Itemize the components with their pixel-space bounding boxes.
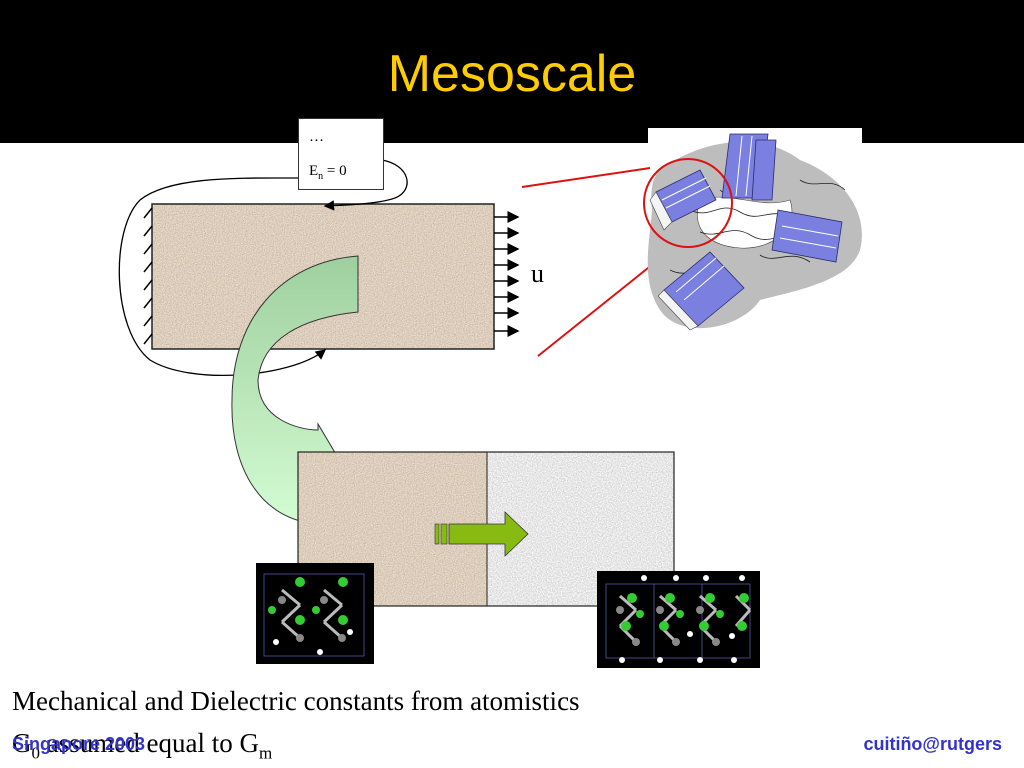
title-bar xyxy=(0,0,1024,143)
shear-modulus-subscript-m: m xyxy=(258,743,273,763)
crystal-structure-right xyxy=(597,571,760,668)
displacement-arrows xyxy=(494,211,520,337)
shear-modulus-subscript-0: 0 xyxy=(31,743,41,763)
spherulite-image xyxy=(643,128,862,331)
slide-title: Mesoscale xyxy=(387,45,637,103)
boundary-condition-box: … En = 0 xyxy=(298,118,384,190)
field-value: = 0 xyxy=(323,163,347,179)
crystal-structure-left xyxy=(256,563,374,664)
boundary-condition-line1: … xyxy=(309,129,324,145)
shear-modulus-symbol: G xyxy=(12,728,32,758)
caption-line-2: G0 assumed equal to Gm xyxy=(12,728,272,763)
upper-material-block xyxy=(151,203,495,350)
boundary-condition-line2: En = 0 xyxy=(309,163,347,182)
footer-event: Singapore 2003 xyxy=(12,734,146,754)
fixed-boundary-hatch xyxy=(143,207,153,345)
caption-line-2-text: assumed equal to G xyxy=(40,728,259,758)
homogenization-arrow xyxy=(434,511,529,557)
caption-line-1: Mechanical and Dielectric constants from… xyxy=(12,686,580,716)
field-subscript: n xyxy=(318,171,324,182)
field-symbol: E xyxy=(309,163,319,179)
footer-author: cuitiño@rutgers xyxy=(863,734,1002,754)
displacement-label: u xyxy=(531,259,544,288)
